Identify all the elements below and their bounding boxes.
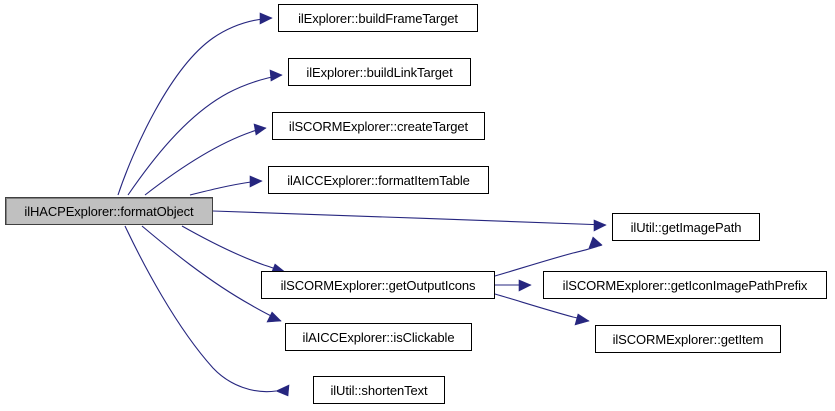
node-ilutil-getimagepath[interactable]: ilUtil::getImagePath — [612, 213, 760, 241]
node-ilutil-shortentext[interactable]: ilUtil::shortenText — [313, 376, 445, 404]
arrowhead-root-to-shortenText — [275, 384, 290, 397]
node-label: ilUtil::shortenText — [330, 382, 428, 398]
arrowhead-root-to-buildLinkTarget — [269, 69, 283, 82]
edge-root-to-createTarget — [144, 127, 267, 196]
arrowhead-root-to-getImagePath — [593, 219, 607, 232]
arrowhead-root-to-formatItemTable — [249, 175, 263, 188]
node-label: ilSCORMExplorer::createTarget — [288, 118, 469, 134]
node-ilhacpexplorer-formatobject[interactable]: ilHACPExplorer::formatObject — [5, 197, 213, 225]
node-ilexplorer-buildlinktarget[interactable]: ilExplorer::buildLinkTarget — [288, 58, 471, 86]
node-ilaiccexplorer-formatitemtable[interactable]: ilAICCExplorer::formatItemTable — [268, 166, 489, 194]
edge-root-to-getOutputIcons — [181, 225, 286, 273]
arrowhead-getOutputIcons-to-getItem — [574, 313, 590, 326]
node-label: ilSCORMExplorer::getItem — [612, 331, 764, 347]
node-ilaiccexplorer-isclickable[interactable]: ilAICCExplorer::isClickable — [285, 323, 472, 351]
node-label: ilExplorer::buildLinkTarget — [306, 64, 453, 80]
arrowhead-getOutputIcons-to-getImagePath — [588, 236, 603, 249]
node-ilexplorer-buildframetarget[interactable]: ilExplorer::buildFrameTarget — [278, 4, 478, 32]
arrowhead-root-to-buildFrameTarget — [259, 12, 273, 25]
edge-root-to-buildFrameTarget — [117, 17, 273, 196]
edge-root-to-getImagePath — [212, 210, 607, 226]
node-label: ilAICCExplorer::formatItemTable — [287, 172, 470, 188]
node-ilscormexplorer-geticonimagepathprefix[interactable]: ilSCORMExplorer::getIconImagePathPrefix — [543, 271, 827, 299]
arrowhead-getOutputIcons-to-getIconImagePathPrefix — [518, 279, 532, 292]
node-label: ilAICCExplorer::isClickable — [302, 329, 455, 345]
node-label: ilSCORMExplorer::getIconImagePathPrefix — [562, 277, 808, 293]
node-label: ilExplorer::buildFrameTarget — [298, 10, 458, 26]
node-label: ilHACPExplorer::formatObject — [24, 203, 194, 219]
edge-root-to-isClickable — [141, 225, 282, 322]
node-ilscormexplorer-getitem[interactable]: ilSCORMExplorer::getItem — [595, 325, 781, 353]
node-ilscormexplorer-createtarget[interactable]: ilSCORMExplorer::createTarget — [272, 112, 485, 140]
node-ilscormexplorer-getoutputicons[interactable]: ilSCORMExplorer::getOutputIcons — [261, 271, 495, 299]
edge-root-to-buildLinkTarget — [127, 74, 283, 196]
arrowhead-root-to-createTarget — [253, 123, 267, 136]
arrowhead-root-to-isClickable — [266, 311, 282, 323]
edge-root-to-shortenText — [124, 225, 277, 393]
node-label: ilUtil::getImagePath — [630, 219, 742, 235]
edge-getOutputIcons-to-getImagePath — [494, 244, 603, 277]
node-label: ilSCORMExplorer::getOutputIcons — [280, 277, 476, 293]
